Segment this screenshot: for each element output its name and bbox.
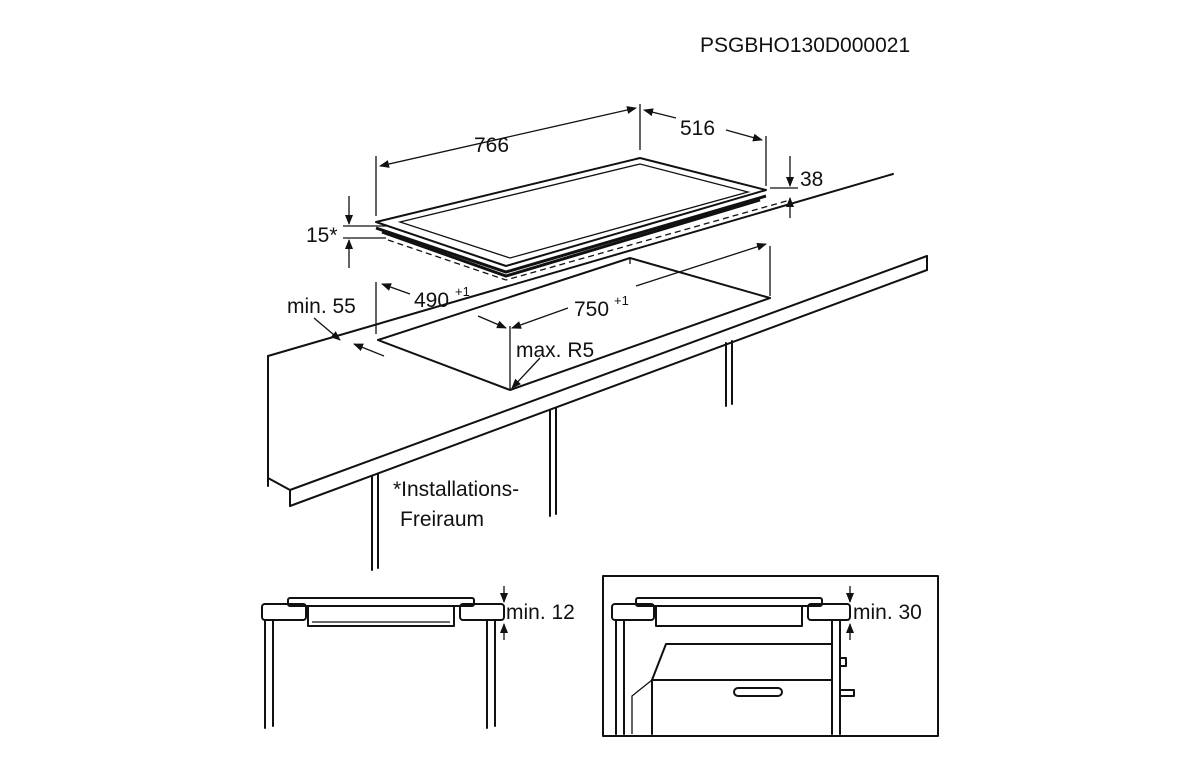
dim-38 bbox=[770, 156, 798, 218]
dim-38-label: 38 bbox=[800, 168, 823, 191]
dim-766-label: 766 bbox=[474, 134, 509, 157]
dim-15-label: 15* bbox=[306, 224, 338, 247]
dim-516 bbox=[643, 108, 767, 186]
dim-490-tolerance: +1 bbox=[455, 284, 470, 299]
radius-leader bbox=[511, 357, 541, 389]
detail-right bbox=[602, 575, 939, 737]
detail-right-label: min. 30 bbox=[853, 601, 922, 624]
drawing-code: PSGBHO130D000021 bbox=[700, 34, 910, 57]
dim-750 bbox=[511, 242, 767, 329]
dim-750-label: 750 bbox=[574, 298, 609, 321]
detail-left-label: min. 12 bbox=[506, 601, 575, 624]
worktop bbox=[267, 173, 928, 507]
dim-516-label: 516 bbox=[680, 117, 715, 140]
dim-15 bbox=[343, 196, 386, 268]
cutout bbox=[375, 246, 771, 391]
radius-label: max. R5 bbox=[516, 339, 594, 362]
detail-left bbox=[261, 586, 508, 729]
note-line2: Freiraum bbox=[400, 508, 484, 531]
hob bbox=[375, 157, 791, 281]
dim-min55 bbox=[313, 317, 385, 357]
dim-766 bbox=[375, 104, 641, 216]
dim-750-tolerance: +1 bbox=[614, 293, 629, 308]
worktop-legs bbox=[371, 340, 733, 571]
dim-min55-label: min. 55 bbox=[287, 295, 356, 318]
dim-490-label: 490 bbox=[414, 289, 449, 312]
dim-490 bbox=[381, 283, 507, 329]
note-line1: *Installations- bbox=[393, 478, 519, 501]
